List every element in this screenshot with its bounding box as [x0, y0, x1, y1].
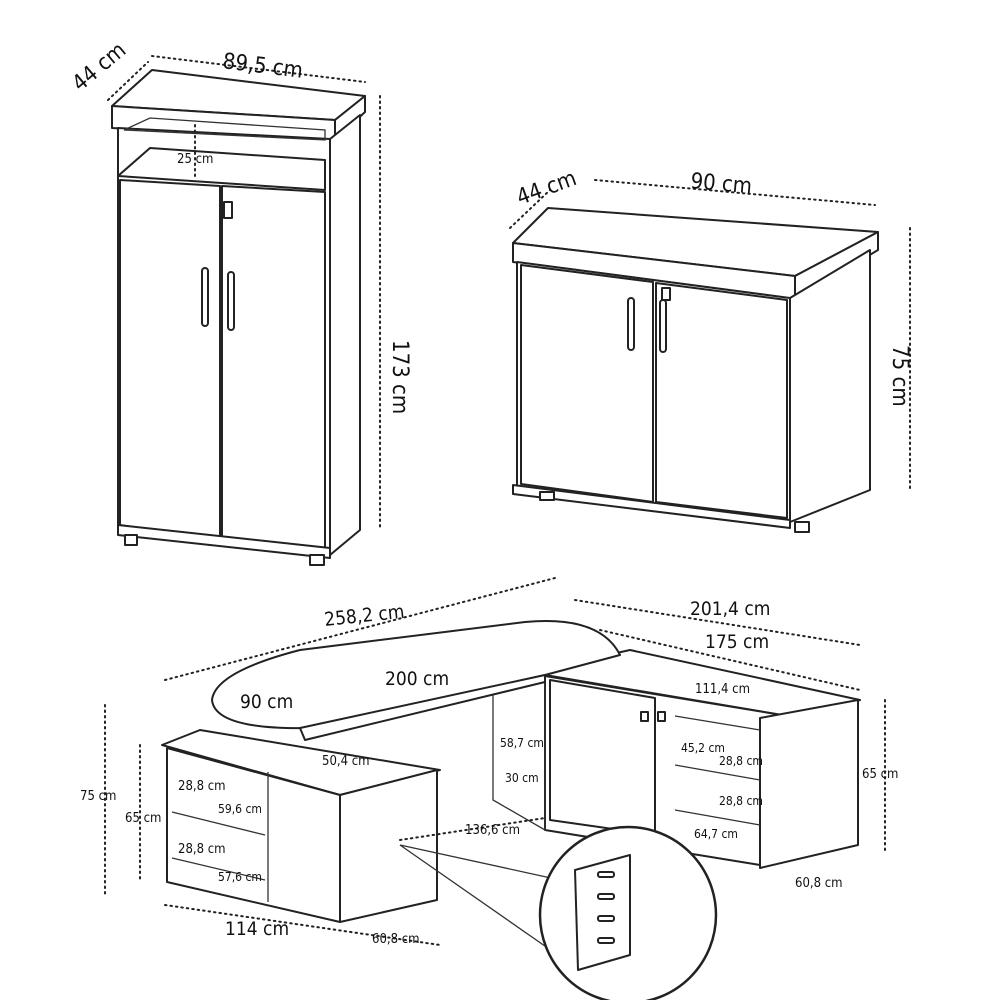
tall-width-label: 89,5 cm — [221, 49, 304, 84]
low-right-handle — [659, 299, 667, 353]
foot — [124, 534, 138, 546]
low-depth-label: 44 cm — [514, 166, 580, 211]
return-length-label: 201,4 cm — [690, 598, 770, 620]
niche-back — [123, 117, 326, 141]
callout-line — [399, 844, 561, 881]
cubby-width-label: 45,2 cm — [681, 741, 725, 755]
cubby-shelf — [674, 715, 761, 731]
dim-line — [399, 817, 546, 841]
sliding-door — [549, 679, 656, 836]
pedestal-depth-label: 60,8 cm — [372, 932, 420, 947]
pedestal-height-label: 65 cm — [125, 811, 161, 826]
drawer-handle — [597, 915, 615, 922]
gap-label: 30 cm — [505, 771, 539, 785]
knee-space — [492, 677, 546, 832]
left-door-handle — [201, 267, 209, 327]
low-cabinet-side — [789, 249, 871, 523]
plinth — [117, 524, 331, 559]
credenza-length-label: 175 cm — [705, 631, 769, 653]
pedestal-side — [339, 769, 438, 923]
cubby-depth-label: 64,7 cm — [694, 827, 738, 841]
top-depth-label: 90 cm — [240, 691, 293, 713]
drawer-handle — [597, 871, 615, 878]
low-right-door — [655, 282, 788, 519]
inner-length-label: 111,4 cm — [695, 682, 750, 697]
foot — [309, 554, 325, 566]
low-left-handle — [627, 297, 635, 351]
dim-line — [164, 577, 556, 681]
low-plinth — [512, 484, 791, 529]
span-label: 136,6 cm — [465, 823, 520, 838]
depth-line — [509, 189, 551, 229]
tall-cabinet-side — [329, 114, 361, 556]
shelf-2-depth-label: 57,6 cm — [218, 870, 262, 884]
shelf-2-height-label: 28,8 cm — [178, 842, 226, 857]
tall-height-label: 173 cm — [387, 340, 412, 414]
top-length-label: 200 cm — [385, 668, 449, 690]
lock-icon — [223, 201, 233, 219]
depth-line — [107, 61, 149, 101]
credenza-height-label: 65 cm — [862, 767, 898, 782]
right-door — [221, 185, 326, 553]
door-knob-icon — [640, 711, 649, 722]
callout-line — [399, 844, 566, 961]
credenza-side — [759, 699, 859, 869]
drawer-handle — [597, 893, 615, 900]
cubby-shelf — [674, 809, 761, 826]
credenza-depth-label: 60,8 cm — [795, 876, 843, 891]
tall-cabinet: 44 cm 89,5 cm 173 cm 25 cm — [68, 38, 412, 566]
low-height-label: 75 cm — [887, 345, 912, 407]
shelf-1-height-label: 28,8 cm — [178, 779, 226, 794]
total-length-label: 258,2 cm — [323, 601, 405, 631]
niche-height-label: 25 cm — [177, 152, 213, 167]
dim-line — [599, 629, 861, 691]
low-lock-icon — [661, 287, 671, 301]
desk-top-edge — [299, 674, 546, 741]
tall-cabinet-shelf — [117, 147, 326, 191]
drawer-handle — [597, 937, 615, 944]
door-knob-icon — [657, 711, 666, 722]
foot — [794, 521, 810, 533]
foot — [539, 491, 555, 501]
total-height-label: 75 cm — [80, 789, 116, 804]
shelf-1-depth-label: 59,6 cm — [218, 802, 262, 816]
pedestal-shelf — [171, 857, 266, 881]
dim-line — [164, 904, 441, 946]
pedestal-shelf — [171, 811, 266, 836]
cubby-shelf-2-label: 28,8 cm — [719, 794, 763, 808]
cubby-shelf-1-label: 28,8 cm — [719, 754, 763, 768]
left-door — [119, 179, 221, 541]
drawer-unit — [574, 854, 631, 971]
right-door-handle — [227, 271, 235, 331]
l-desk: 258,2 cm 201,4 cm 200 cm 175 cm 90 cm 11… — [80, 577, 898, 1000]
low-cabinet: 44 cm 90 cm 75 cm — [509, 166, 912, 533]
desk-top — [211, 620, 621, 730]
overhang-label: 50,4 cm — [322, 754, 370, 769]
low-width-label: 90 cm — [689, 169, 753, 199]
cubby-shelf — [674, 764, 761, 781]
pedestal-width-label: 114 cm — [225, 918, 289, 940]
knee-height-label: 58,7 cm — [500, 736, 544, 750]
dim-line — [574, 599, 861, 646]
